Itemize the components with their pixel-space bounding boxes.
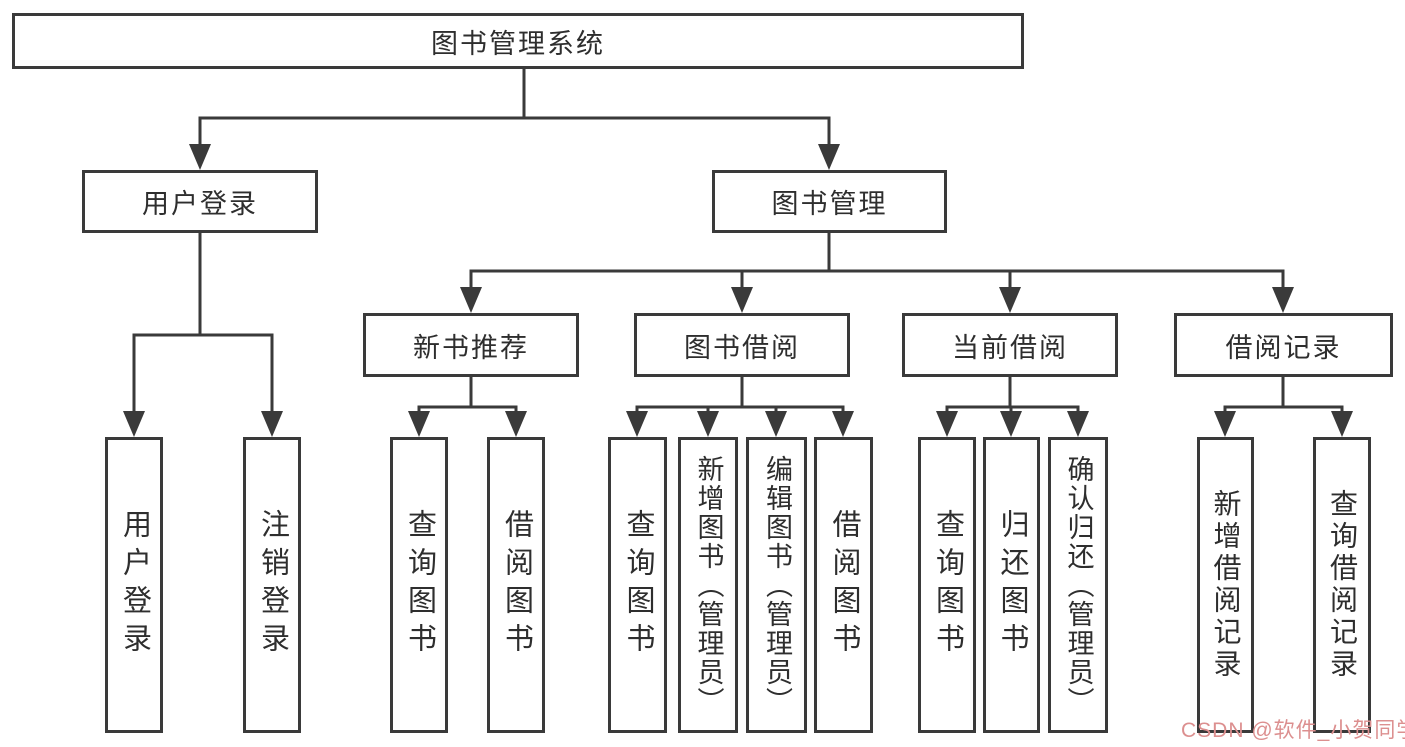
leaf-label: 注销登录 <box>256 509 289 661</box>
down-arrow-icon <box>460 287 482 313</box>
leaf-node-query-books: 查询图书 <box>390 437 448 733</box>
down-arrow-icon <box>1331 411 1353 437</box>
leaf-node-confirm-return-admin: 确认归还（管理员） <box>1048 437 1108 733</box>
leaf-node-query-books: 查询图书 <box>608 437 667 733</box>
leaf-label: 新增图书（管理员） <box>693 454 724 716</box>
leaf-label: 查询借阅记录 <box>1327 489 1358 681</box>
connector-new-book-children <box>408 375 527 437</box>
node-label: 图书借阅 <box>684 332 800 363</box>
node-current-borrow: 当前借阅 <box>902 313 1118 377</box>
down-arrow-icon <box>818 144 840 170</box>
leaf-label: 确认归还（管理员） <box>1063 454 1094 716</box>
leaf-label: 编辑图书（管理员） <box>762 454 792 716</box>
down-arrow-icon <box>697 411 719 437</box>
connector-borrow-records-children <box>1214 375 1353 437</box>
leaf-label: 借阅图书 <box>500 509 533 661</box>
leaf-node-add-books-admin: 新增图书（管理员） <box>678 437 738 733</box>
leaf-label: 用户登录 <box>118 509 151 661</box>
down-arrow-icon <box>408 411 430 437</box>
connector-user-login-children <box>123 231 283 437</box>
leaf-label: 新增借阅记录 <box>1210 489 1242 681</box>
leaf-node-logout: 注销登录 <box>243 437 301 733</box>
down-arrow-icon <box>832 411 854 437</box>
down-arrow-icon <box>1272 287 1294 313</box>
connector-root-to-level2 <box>189 67 840 170</box>
down-arrow-icon <box>261 411 283 437</box>
down-arrow-icon <box>1214 411 1236 437</box>
csdn-watermark: CSDN @软件_小贺同学 <box>1181 719 1405 742</box>
node-label: 借阅记录 <box>1225 332 1342 363</box>
leaf-node-edit-books-admin: 编辑图书（管理员） <box>746 437 807 733</box>
node-root-system: 图书管理系统 <box>12 13 1024 69</box>
down-arrow-icon <box>189 144 211 170</box>
leaf-node-query-books: 查询图书 <box>918 437 976 733</box>
node-label: 用户登录 <box>142 189 258 219</box>
leaf-node-borrow-books: 借阅图书 <box>814 437 873 733</box>
down-arrow-icon <box>936 411 958 437</box>
leaf-label: 查询图书 <box>931 509 964 661</box>
node-book-management-branch: 图书管理 <box>712 170 947 233</box>
down-arrow-icon <box>1000 411 1022 437</box>
leaf-label: 查询图书 <box>622 509 654 661</box>
connector-book-mgmt-to-level3 <box>460 231 1294 313</box>
down-arrow-icon <box>999 287 1021 313</box>
down-arrow-icon <box>626 411 648 437</box>
leaf-label: 借阅图书 <box>828 509 860 661</box>
leaf-label: 归还图书 <box>996 509 1028 661</box>
down-arrow-icon <box>731 287 753 313</box>
leaf-node-borrow-books: 借阅图书 <box>487 437 545 733</box>
node-new-book-recommend: 新书推荐 <box>363 313 579 377</box>
connector-book-borrow-children <box>626 375 854 437</box>
node-label: 图书管理 <box>771 189 888 219</box>
down-arrow-icon <box>123 411 145 437</box>
down-arrow-icon <box>1067 411 1089 437</box>
leaf-node-user-login: 用户登录 <box>105 437 163 733</box>
leaf-node-query-borrow-record: 查询借阅记录 <box>1313 437 1371 733</box>
leaf-node-return-books: 归还图书 <box>983 437 1040 733</box>
leaf-node-add-borrow-record: 新增借阅记录 <box>1197 437 1254 733</box>
node-label: 当前借阅 <box>952 332 1068 363</box>
leaf-label: 查询图书 <box>403 509 436 661</box>
node-label: 图书管理系统 <box>431 28 605 59</box>
connector-current-borrow-children <box>936 375 1089 437</box>
node-user-login-branch: 用户登录 <box>82 170 318 233</box>
down-arrow-icon <box>505 411 527 437</box>
node-label: 新书推荐 <box>413 332 529 363</box>
node-book-borrow: 图书借阅 <box>634 313 850 377</box>
down-arrow-icon <box>765 411 787 437</box>
node-borrow-records: 借阅记录 <box>1174 313 1393 377</box>
